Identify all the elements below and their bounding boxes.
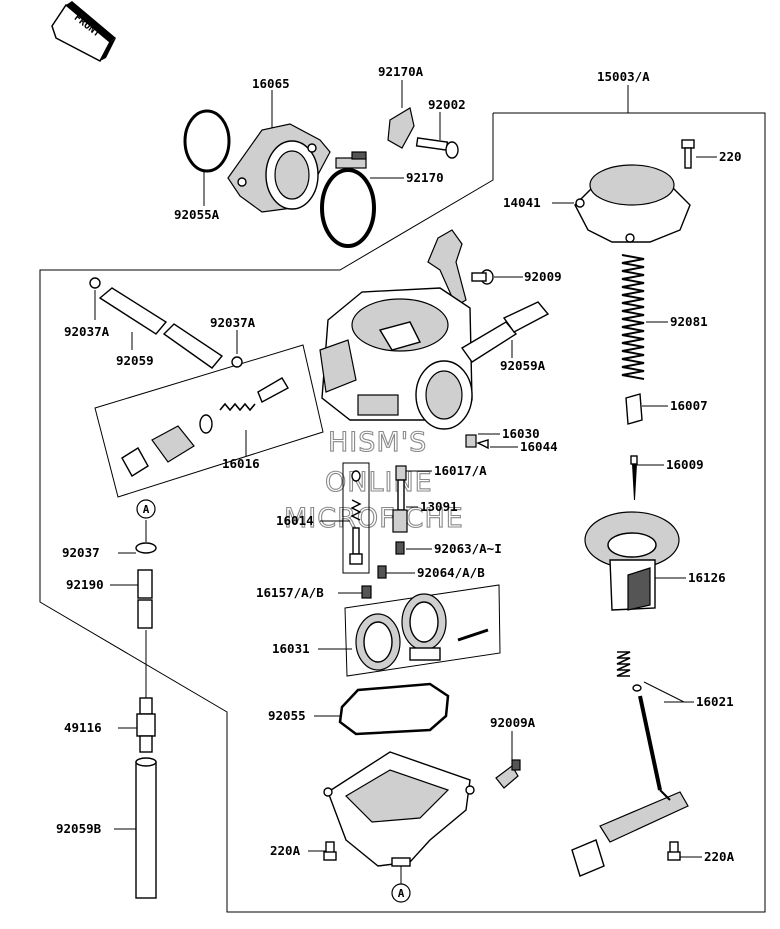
assembly-border (39, 112, 766, 913)
label-92063: 92063/A~I (434, 541, 502, 556)
label-15003: 15003/A (597, 69, 650, 84)
label-16007: 16007 (670, 398, 708, 413)
fitting-49116 (136, 697, 156, 753)
screw-220A-left (323, 841, 337, 861)
label-92009: 92009 (524, 269, 562, 284)
label-16126: 16126 (688, 570, 726, 585)
o-ring-92055A (183, 109, 231, 173)
top-cover-14041 (574, 164, 691, 243)
label-92081: 92081 (670, 314, 708, 329)
label-14041: 14041 (503, 195, 541, 210)
bolt-92002 (415, 137, 459, 159)
clip-92037 (135, 542, 157, 554)
label-92059: 92059 (116, 353, 154, 368)
spring-92081 (621, 254, 645, 380)
ref-marker-bottom: A (391, 883, 411, 903)
part-16044 (476, 439, 489, 450)
jet-group-box (342, 462, 370, 574)
label-92190: 92190 (66, 577, 104, 592)
label-16030: 16030 (502, 426, 540, 441)
starter-plunger-16021 (571, 651, 689, 877)
label-16014: 16014 (276, 513, 314, 528)
watermark-line-1: HISM'S (328, 427, 427, 458)
label-92037: 92037 (62, 545, 100, 560)
screw-92009A (495, 759, 521, 789)
ref-marker-top-label: A (143, 503, 150, 516)
label-16016: 16016 (222, 456, 260, 471)
label-49116: 49116 (64, 720, 102, 735)
label-92170A: 92170A (378, 64, 424, 79)
label-16065: 16065 (252, 76, 290, 91)
watermark: HISM'S ONLINE MICROFICHE (283, 426, 464, 534)
diaphragm-16126 (584, 511, 680, 611)
label-92009A: 92009A (490, 715, 536, 730)
carburetor-body (319, 287, 473, 430)
tube-92059-lower (162, 323, 224, 369)
screw-220 (681, 139, 695, 169)
part-16030 (465, 434, 477, 448)
label-92064: 92064/A/B (417, 565, 485, 580)
ref-marker-bottom-label: A (398, 887, 405, 900)
needle-jet-column (361, 465, 408, 599)
pilot-screw-16016 (121, 377, 289, 477)
float-bowl (323, 751, 475, 867)
leader-lines (94, 80, 717, 858)
jet-16014 (349, 470, 363, 565)
label-16021: 16021 (696, 694, 734, 709)
tube-92059 (98, 287, 168, 335)
tube-92059A-upper (502, 301, 550, 333)
label-13091: 13091 (420, 499, 458, 514)
bracket-92170A (387, 107, 415, 149)
clamp-92170 (320, 151, 376, 248)
label-16017: 16017/A (434, 463, 487, 478)
label-92055: 92055 (268, 708, 306, 723)
part-labels: 16065 92170A 15003/A 92002 92170 92055A … (56, 64, 742, 864)
needle-holder-16007 (625, 393, 643, 425)
label-92037A-left: 92037A (64, 324, 110, 339)
throttle-group-box (344, 584, 501, 677)
label-92037A-right: 92037A (210, 315, 256, 330)
drain-tube-92059B (135, 761, 157, 899)
label-16157: 16157/A/B (256, 585, 324, 600)
throttle-valve-16031 (355, 593, 489, 671)
ref-marker-top: A (136, 499, 156, 519)
label-220A-right: 220A (704, 849, 735, 864)
gasket-92055 (338, 682, 450, 736)
label-92059A: 92059A (500, 358, 546, 373)
front-arrow-icon: FRONT (51, 1, 116, 63)
carburetor-holder-16065 (227, 123, 331, 213)
clip-92037A-left (89, 277, 101, 289)
screw-220A-right (667, 841, 681, 861)
watermark-line-2: ONLINE (325, 467, 433, 498)
tube-92059A (460, 321, 518, 363)
label-220-top: 220 (719, 149, 742, 164)
label-16044: 16044 (520, 439, 558, 454)
drain-tube-92190 (137, 569, 153, 629)
label-16031: 16031 (272, 641, 310, 656)
label-220A-left: 220A (270, 843, 301, 858)
watermark-line-3: MICROFICHE (284, 503, 464, 534)
label-92059B: 92059B (56, 821, 102, 836)
label-92055A: 92055A (174, 207, 220, 222)
label-92170: 92170 (406, 170, 444, 185)
screw-92009 (471, 269, 494, 285)
jet-needle-16009 (630, 455, 638, 500)
label-16009: 16009 (666, 457, 704, 472)
clip-92037A-right (231, 356, 243, 368)
label-92002: 92002 (428, 97, 466, 112)
throttle-bracket (427, 229, 467, 307)
